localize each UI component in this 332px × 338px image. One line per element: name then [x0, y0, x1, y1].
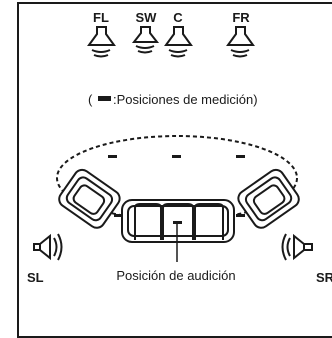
legend-marker-icon — [98, 96, 111, 101]
legend-open-paren: ( — [88, 92, 93, 107]
main-listening-marker — [173, 221, 182, 224]
left-armchair-icon — [58, 168, 121, 229]
measurement-marker — [236, 214, 245, 217]
front-left-speaker-icon — [87, 26, 116, 58]
surround-right-speaker-icon — [281, 233, 313, 261]
measurement-marker — [114, 214, 123, 217]
measurement-marker — [172, 155, 181, 158]
measurement-marker — [236, 155, 245, 158]
listening-position-label: Posición de audición — [116, 268, 235, 283]
label-subwoofer: SW — [136, 10, 158, 25]
subwoofer-icon — [131, 26, 160, 54]
diagram-frame — [17, 2, 332, 338]
label-surround-left: SL — [27, 270, 44, 285]
surround-left-speaker-icon — [33, 233, 63, 261]
label-center: C — [173, 10, 183, 25]
label-surround-right: SR — [316, 270, 332, 285]
legend-text: :Posiciones de medición) — [113, 92, 258, 107]
label-front-right: FR — [232, 10, 250, 25]
right-armchair-icon — [237, 168, 300, 229]
measurement-marker — [108, 155, 117, 158]
front-right-speaker-icon — [226, 26, 255, 58]
center-speaker-icon — [164, 26, 193, 58]
label-front-left: FL — [93, 10, 109, 25]
